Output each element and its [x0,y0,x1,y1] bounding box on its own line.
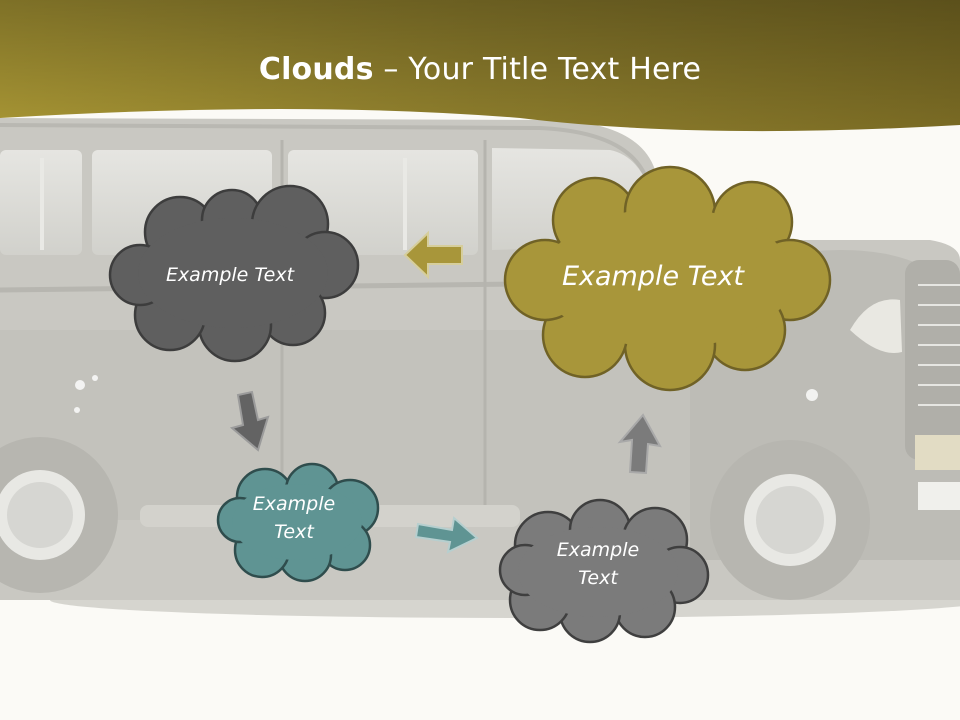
cloud-bottom-left-text: Example Text [229,491,359,546]
title-rest: Your Title Text Here [408,52,702,87]
title-bold: Clouds [258,52,374,87]
cloud-bottom-left-line2: Text [274,520,314,543]
cloud-bottom-right-text: Example Text [528,537,668,592]
cloud-top-left[interactable] [108,184,360,363]
title-dash: – [383,52,399,87]
arrow-down-icon [229,390,270,452]
cloud-bottom-right-line2: Text [578,566,618,589]
cloud-bottom-right[interactable] [498,498,710,644]
cloud-bottom-left-line1: Example [252,493,336,515]
slide-title: Clouds – Your Title Text Here [0,52,960,87]
cloud-top-left-text: Example Text [165,264,295,286]
cloud-top-right-text: Example Text [561,261,745,292]
arrow-right-icon [414,516,479,554]
cloud-bottom-left[interactable] [216,462,380,583]
arrow-left-icon [403,230,463,280]
cloud-bottom-right-line1: Example [556,539,640,561]
cloud-top-right[interactable] [503,165,832,392]
arrow-up-icon [617,413,662,475]
